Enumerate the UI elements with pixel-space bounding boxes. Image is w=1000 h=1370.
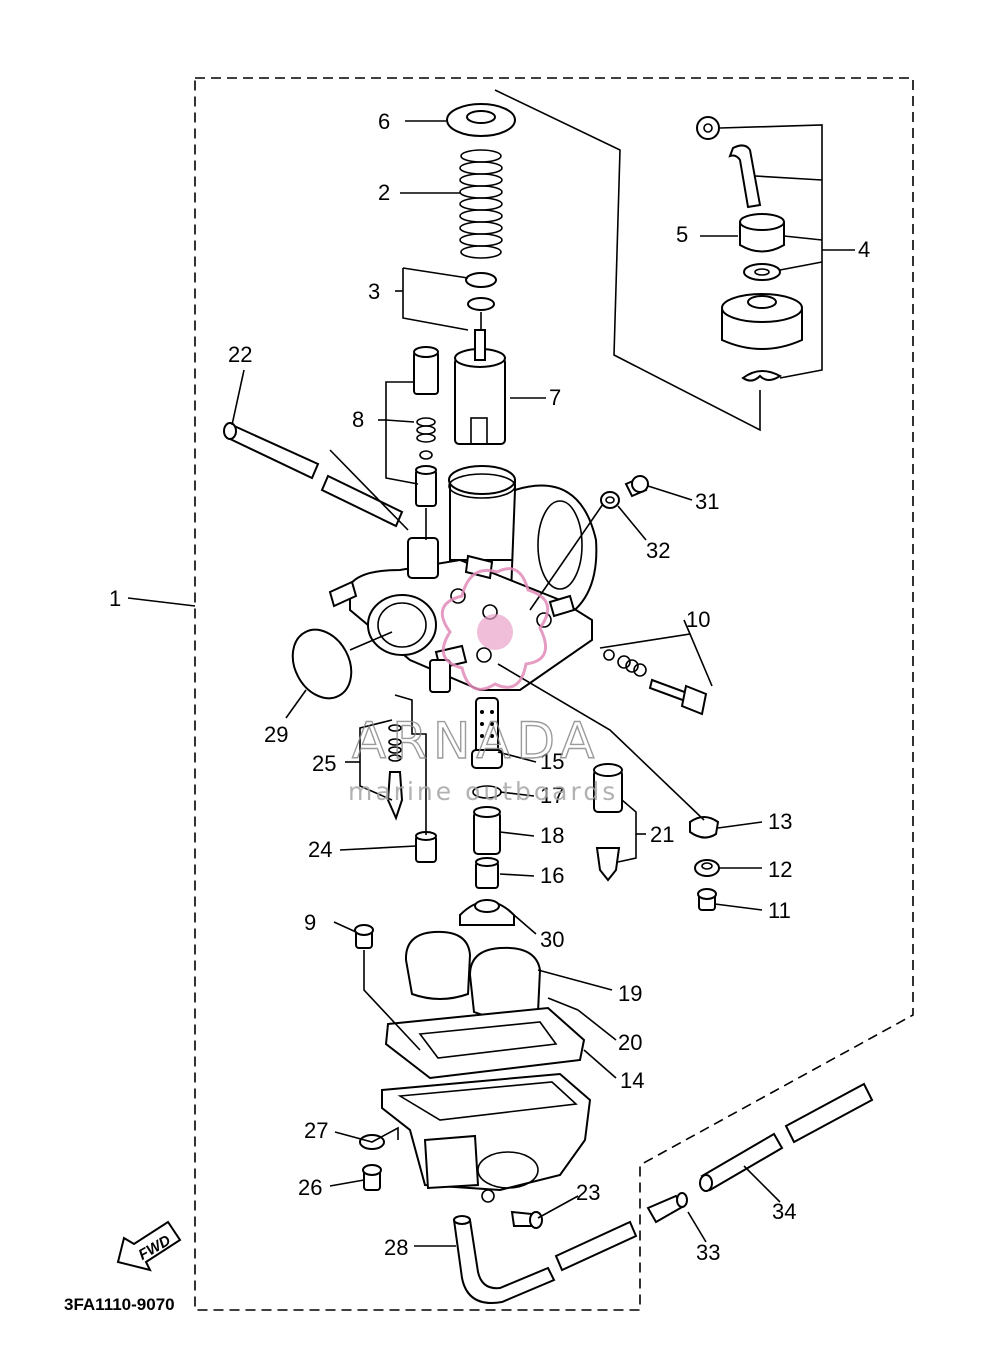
part-18-jet-holder: [473, 806, 501, 855]
callout-21: 21: [650, 822, 674, 847]
part-16-main-jet: [475, 857, 499, 889]
callout-12: 12: [768, 857, 792, 882]
part-25-plunger: [386, 724, 404, 821]
part-6-washer: [446, 103, 516, 137]
part-1-carburetor-body: [328, 465, 598, 693]
callout-7: 7: [549, 385, 561, 410]
callout-4: 4: [858, 237, 870, 262]
part-8-pilot-screw: [413, 346, 439, 507]
part-3-clip: [465, 272, 497, 340]
callout-23: 23: [576, 1180, 600, 1205]
part-24-screw: [415, 831, 437, 863]
watermark-logo-icon: [440, 567, 550, 691]
callout-31: 31: [695, 489, 719, 514]
callout-26: 26: [298, 1175, 322, 1200]
callout-10: 10: [686, 607, 710, 632]
part-12-washer: [694, 859, 720, 877]
callout-33: 33: [696, 1240, 720, 1265]
callout-29: 29: [264, 722, 288, 747]
callout-14: 14: [620, 1068, 644, 1093]
callout-2: 2: [378, 180, 390, 205]
part-4-top-cap-assembly: [696, 116, 803, 382]
callout-16: 16: [540, 863, 564, 888]
watermark-tagline: marine outboards: [348, 777, 618, 806]
part-34-fuel-hose: [699, 1082, 874, 1192]
fwd-arrow-icon: FWD: [116, 1220, 182, 1272]
part-14-gasket: [384, 1006, 586, 1080]
callout-labels: 1 2 3 4 5 6 7 8 9 10 11 12 13 14 15 16 1…: [109, 109, 870, 1265]
part-30-baffle: [459, 899, 515, 926]
callout-5: 5: [676, 222, 688, 247]
part-10-stop-screw: [603, 649, 708, 716]
callout-28: 28: [384, 1235, 408, 1260]
callout-19: 19: [618, 981, 642, 1006]
callout-18: 18: [540, 823, 564, 848]
part-23-screw: [510, 1210, 543, 1229]
part-26-drain-screw: [362, 1164, 382, 1191]
callout-22: 22: [228, 342, 252, 367]
callout-34: 34: [772, 1199, 796, 1224]
diagram-code: 3FA1110-9070: [64, 1295, 175, 1314]
callout-25: 25: [312, 751, 336, 776]
callout-30: 30: [540, 927, 564, 952]
part-32-washer: [600, 491, 620, 509]
part-9-screw: [354, 924, 374, 949]
callout-9: 9: [304, 910, 316, 935]
callout-27: 27: [304, 1118, 328, 1143]
callout-20: 20: [618, 1030, 642, 1055]
part-11-screw: [697, 888, 717, 911]
part-19-float: [404, 930, 542, 1019]
part-15-needle-jet: [471, 697, 503, 769]
watermark-brand: ARNADA: [352, 712, 600, 770]
part-33-fitting: [646, 1192, 688, 1224]
callout-17: 17: [540, 783, 564, 808]
part-2-spring: [459, 149, 503, 259]
part-13-bracket: [689, 816, 720, 839]
callout-8: 8: [352, 407, 364, 432]
callout-13: 13: [768, 809, 792, 834]
callout-1: 1: [109, 586, 121, 611]
callout-3: 3: [368, 279, 380, 304]
part-28-drain-hose: [452, 1215, 638, 1304]
part-7-throttle-valve: [454, 329, 506, 445]
watermark: ARNADA marine outboards: [348, 567, 618, 806]
callout-24: 24: [308, 837, 332, 862]
part-20-float-pin: [547, 997, 579, 1011]
part-21-needle-valve: [593, 763, 623, 882]
float-bowl: [381, 1072, 592, 1203]
part-31-screw: [624, 475, 649, 498]
callout-6: 6: [378, 109, 390, 134]
callout-15: 15: [540, 749, 564, 774]
leader-lines: [127, 120, 855, 1247]
part-22-hose: [223, 422, 404, 528]
callout-11: 11: [768, 898, 791, 923]
part-29-o-ring: [291, 628, 353, 700]
callout-32: 32: [646, 538, 670, 563]
alignment-lines: [329, 89, 761, 1051]
